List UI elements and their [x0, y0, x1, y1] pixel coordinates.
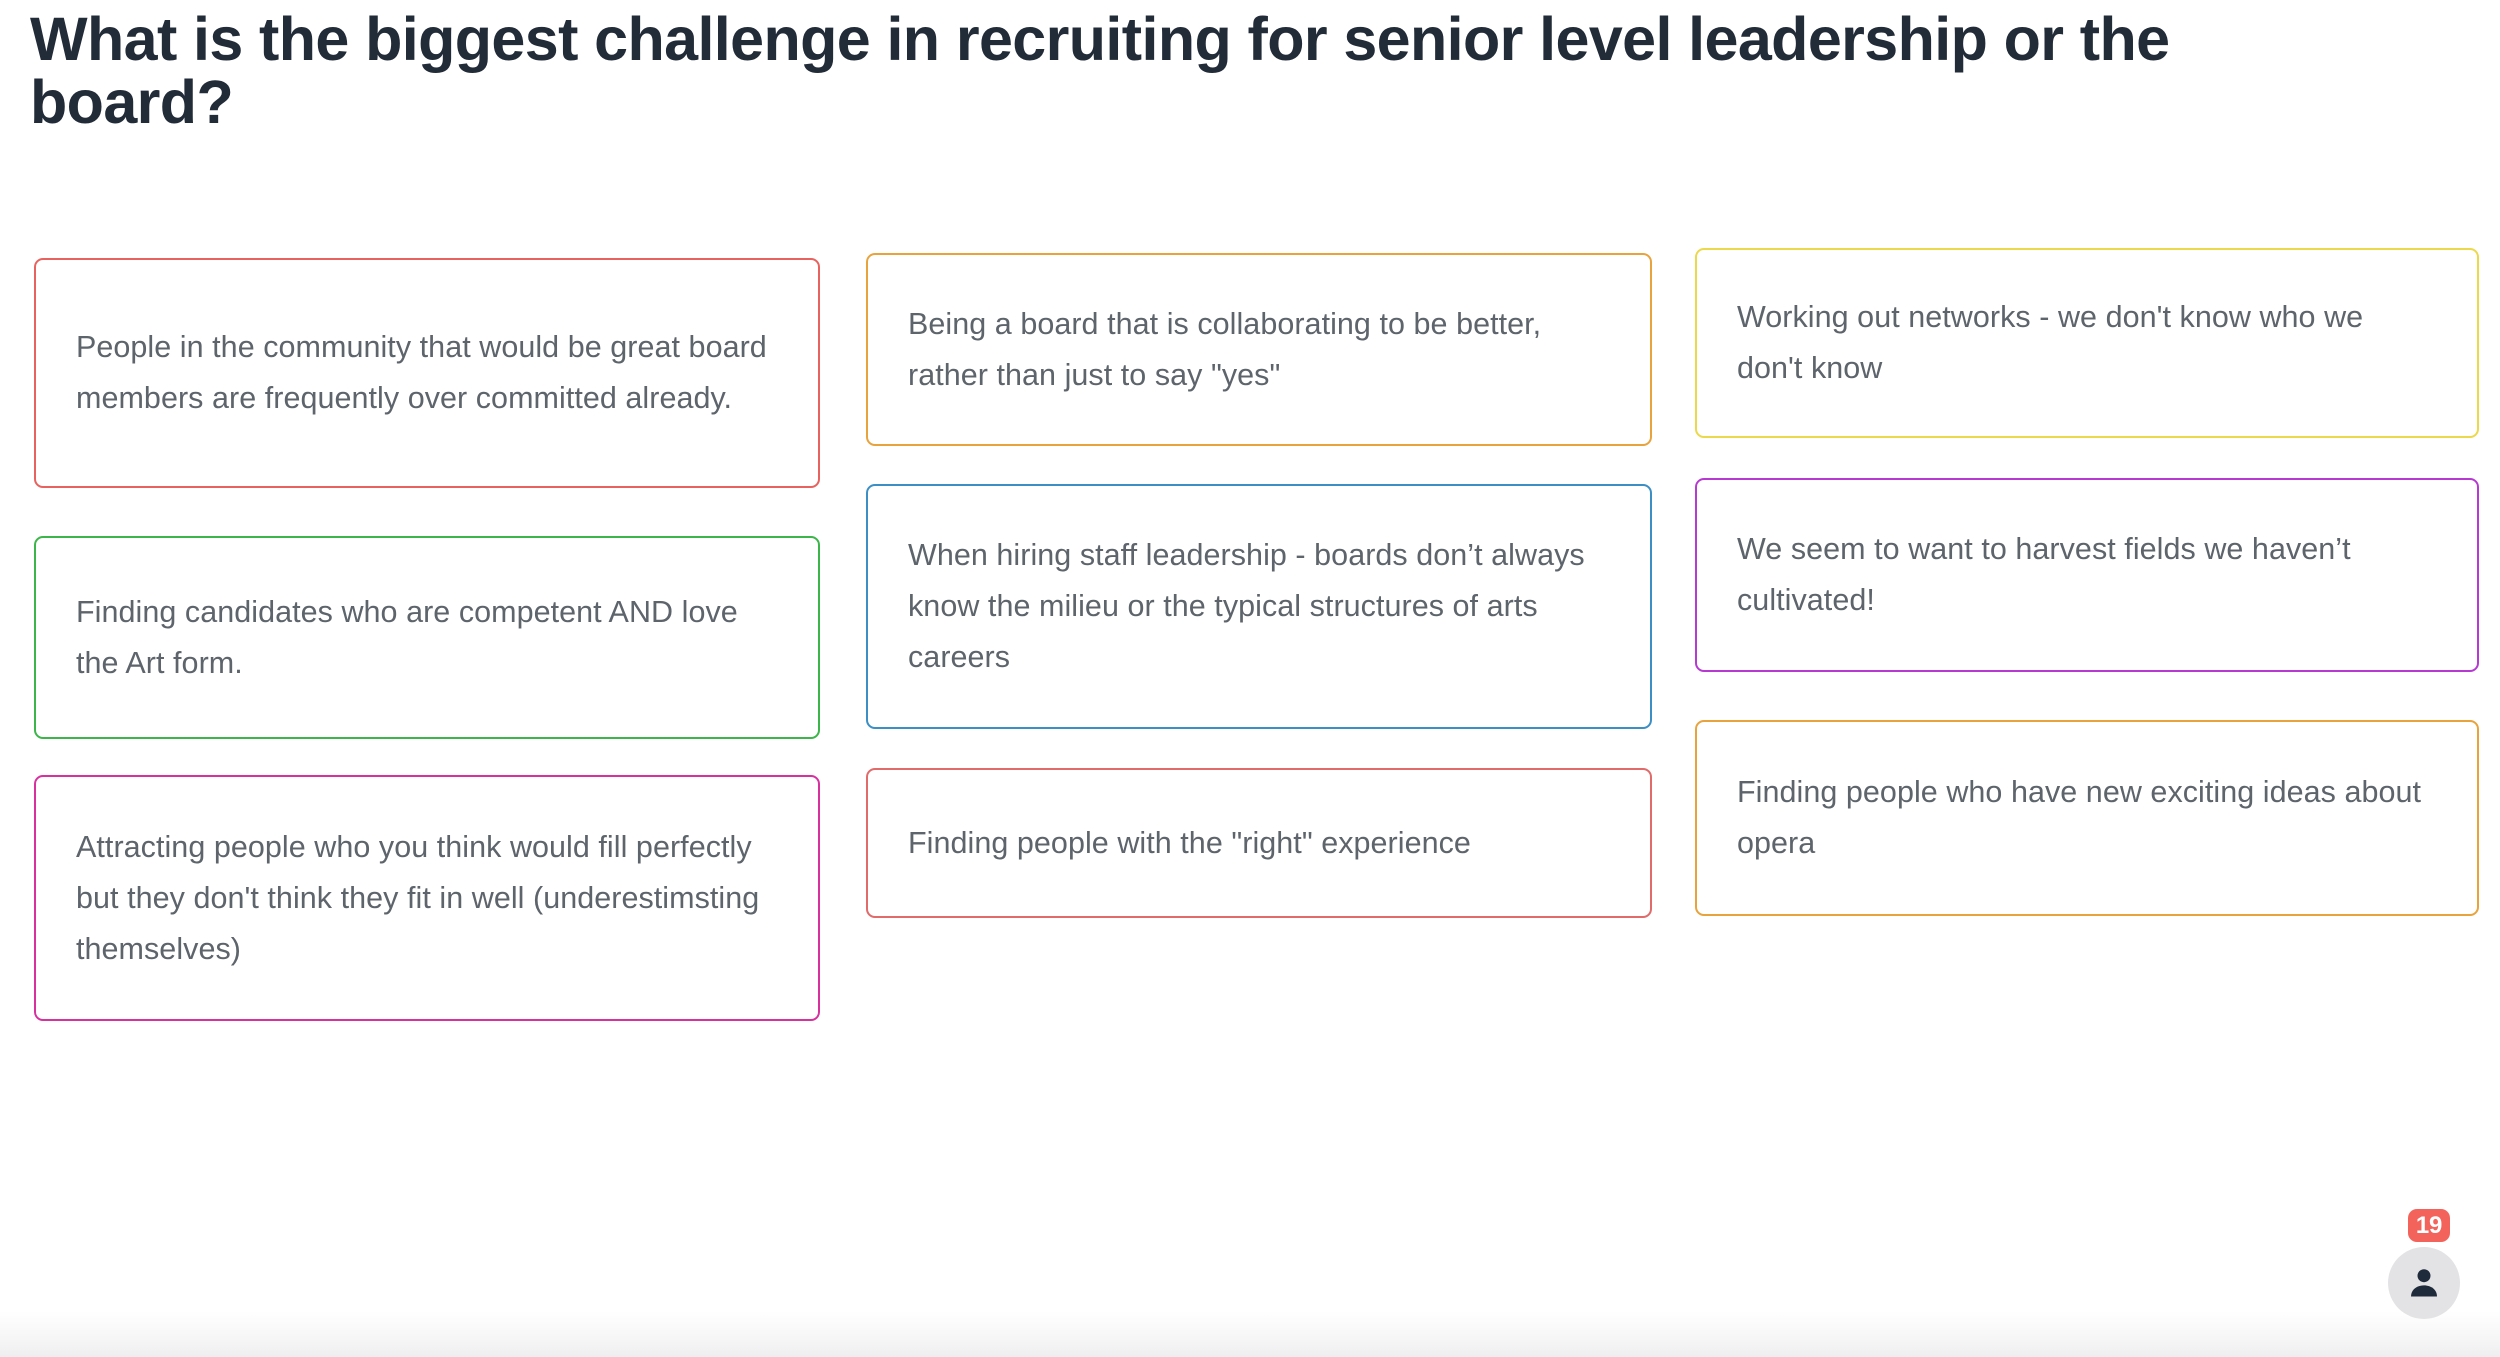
response-card[interactable]: Finding people with the "right" experien…	[866, 768, 1652, 918]
response-card[interactable]: People in the community that would be gr…	[34, 258, 820, 488]
response-card-text: Working out networks - we don't know who…	[1737, 300, 2364, 385]
response-card-text: We seem to want to harvest fields we hav…	[1737, 532, 2351, 617]
response-card-text: When hiring staff leadership - boards do…	[908, 538, 1585, 674]
participant-indicator[interactable]: 19	[2388, 1209, 2472, 1319]
response-card-text: Being a board that is collaborating to b…	[908, 306, 1542, 392]
page-title: What is the biggest challenge in recruit…	[30, 5, 2170, 136]
response-card-text: Finding people who have new exciting ide…	[1737, 775, 2422, 860]
response-card-text: Finding people with the "right" experien…	[908, 825, 1471, 860]
response-card[interactable]: Being a board that is collaborating to b…	[866, 253, 1652, 446]
avatar[interactable]	[2388, 1247, 2460, 1319]
participant-count-badge: 19	[2408, 1209, 2450, 1242]
response-card[interactable]: When hiring staff leadership - boards do…	[866, 484, 1652, 729]
response-card[interactable]: Working out networks - we don't know who…	[1695, 248, 2479, 438]
response-card-text: Finding candidates who are competent AND…	[76, 594, 738, 680]
response-card[interactable]: Finding candidates who are competent AND…	[34, 536, 820, 739]
response-card-text: Attracting people who you think would fi…	[76, 829, 760, 966]
response-card[interactable]: Attracting people who you think would fi…	[34, 775, 820, 1021]
response-card[interactable]: We seem to want to harvest fields we hav…	[1695, 478, 2479, 672]
response-card[interactable]: Finding people who have new exciting ide…	[1695, 720, 2479, 916]
response-card-text: People in the community that would be gr…	[76, 330, 767, 415]
person-icon	[2405, 1264, 2443, 1302]
